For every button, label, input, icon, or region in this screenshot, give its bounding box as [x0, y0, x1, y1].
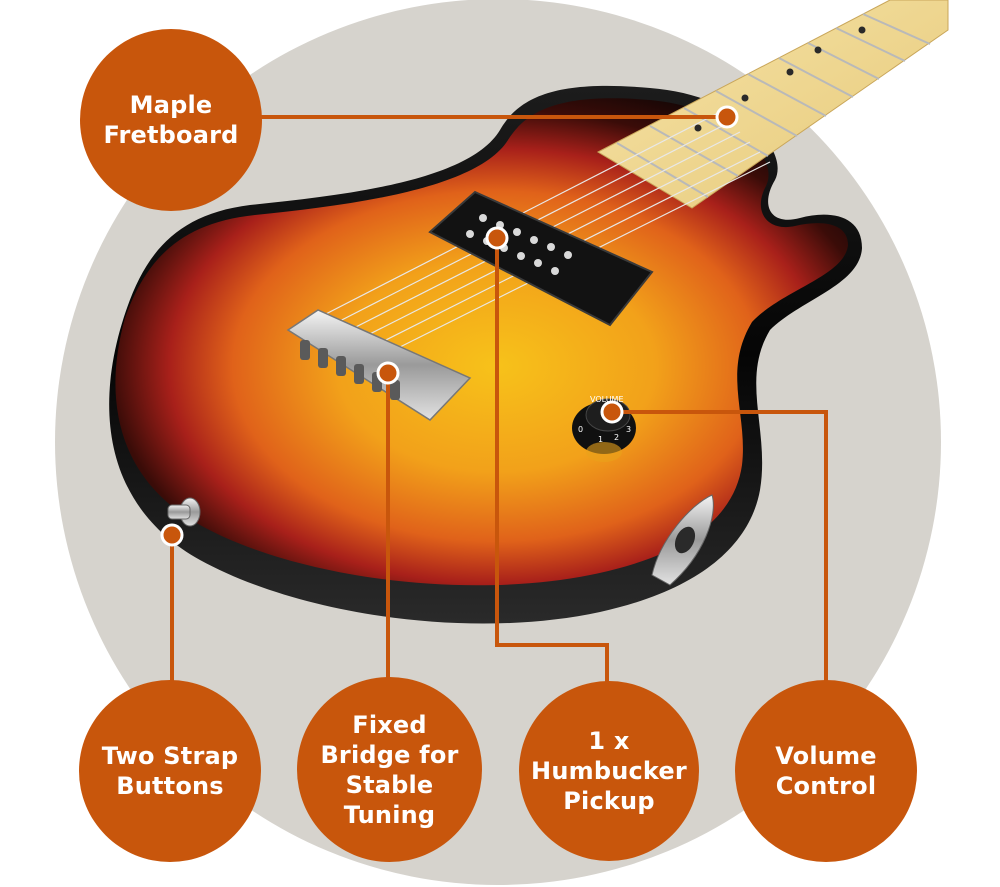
strap-button — [167, 497, 201, 527]
callout-text: Maple — [129, 91, 213, 119]
fretboard — [596, 0, 949, 209]
knob-number: 3 — [626, 425, 631, 434]
connector-volume — [612, 410, 828, 690]
callout-fixed-bridge: Fixed Bridge for Stable Tuning — [297, 677, 482, 862]
callout-text: Fixed Bridge for — [320, 710, 459, 769]
callout-text: Buttons — [116, 772, 224, 800]
fret-markers — [694, 26, 866, 132]
knob-label: VOLUME — [590, 395, 624, 404]
callout-anchor-dots — [160, 105, 739, 547]
callout-humbucker-pickup: 1 x Humbucker Pickup — [519, 681, 699, 861]
output-jack — [651, 494, 714, 586]
callout-volume-control: Volume Control — [735, 680, 917, 862]
knob-number: 2 — [614, 433, 619, 442]
callout-text: Two Strap — [101, 742, 239, 770]
knob-number: 1 — [598, 435, 603, 444]
callout-text: Fretboard — [103, 121, 239, 149]
callout-text: Stable Tuning — [343, 770, 436, 829]
callout-text: 1 x — [588, 727, 630, 755]
callout-two-strap-buttons: Two Strap Buttons — [79, 680, 261, 862]
callout-maple-fretboard: Maple Fretboard — [80, 29, 262, 211]
callout-text: Humbucker — [531, 757, 687, 785]
guitar-body-top — [115, 98, 848, 586]
callout-text: Control — [775, 772, 877, 800]
connector-pickup — [495, 238, 609, 690]
knob-number: 0 — [578, 425, 583, 434]
bridge-hardware — [286, 309, 472, 421]
callout-text: Pickup — [563, 787, 655, 815]
callout-text: Volume — [775, 742, 877, 770]
callout-connectors — [170, 115, 828, 690]
